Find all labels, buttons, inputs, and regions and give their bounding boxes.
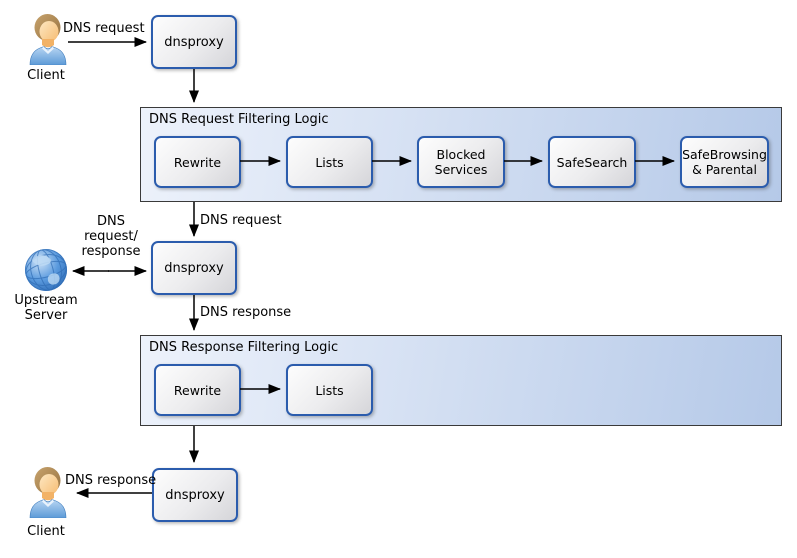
step-safebrowsing-parental-label: SafeBrowsing & Parental <box>682 147 767 177</box>
step-response-lists: Lists <box>286 364 373 416</box>
edge-label-filtered-request: DNS request <box>200 213 282 228</box>
step-safebrowsing-parental: SafeBrowsing & Parental <box>680 136 769 188</box>
client-bottom-label: Client <box>27 524 65 539</box>
step-safesearch-label: SafeSearch <box>556 154 628 170</box>
container-request-filtering: DNS Request Filtering Logic Rewrite List… <box>140 107 782 202</box>
step-safesearch: SafeSearch <box>548 136 636 188</box>
edge-label-upstream-response: DNS response <box>200 305 292 320</box>
container-request-filtering-title: DNS Request Filtering Logic <box>149 112 329 127</box>
step-response-rewrite-label: Rewrite <box>173 382 222 398</box>
step-request-lists: Lists <box>286 136 373 188</box>
client-top-label: Client <box>27 68 65 83</box>
step-blocked-services: Blocked Services <box>417 136 505 188</box>
client-icon <box>29 14 67 65</box>
step-request-lists-label: Lists <box>315 154 344 170</box>
node-dnsproxy-middle: dnsproxy <box>151 241 237 295</box>
step-request-rewrite-label: Rewrite <box>173 154 222 170</box>
upstream-server-label: Upstream Server <box>14 293 78 323</box>
node-dnsproxy-bottom-label: dnsproxy <box>165 487 225 503</box>
edge-label-client-request: DNS request <box>63 21 145 36</box>
step-blocked-services-label: Blocked Services <box>434 147 488 177</box>
step-response-rewrite: Rewrite <box>154 364 241 416</box>
node-dnsproxy-top: dnsproxy <box>151 15 237 69</box>
client-icon-bottom <box>29 467 67 518</box>
node-dnsproxy-bottom: dnsproxy <box>152 468 238 522</box>
container-response-filtering: DNS Response Filtering Logic Rewrite Lis… <box>140 335 782 426</box>
step-request-rewrite: Rewrite <box>154 136 241 188</box>
edge-label-client-response: DNS response <box>65 473 157 488</box>
step-response-lists-label: Lists <box>315 382 344 398</box>
node-dnsproxy-middle-label: dnsproxy <box>164 260 224 276</box>
container-response-filtering-title: DNS Response Filtering Logic <box>149 340 339 355</box>
node-dnsproxy-top-label: dnsproxy <box>164 34 224 50</box>
upstream-server-icon <box>25 249 67 291</box>
edge-label-upstream-exchange: DNS request/ response <box>81 214 141 259</box>
